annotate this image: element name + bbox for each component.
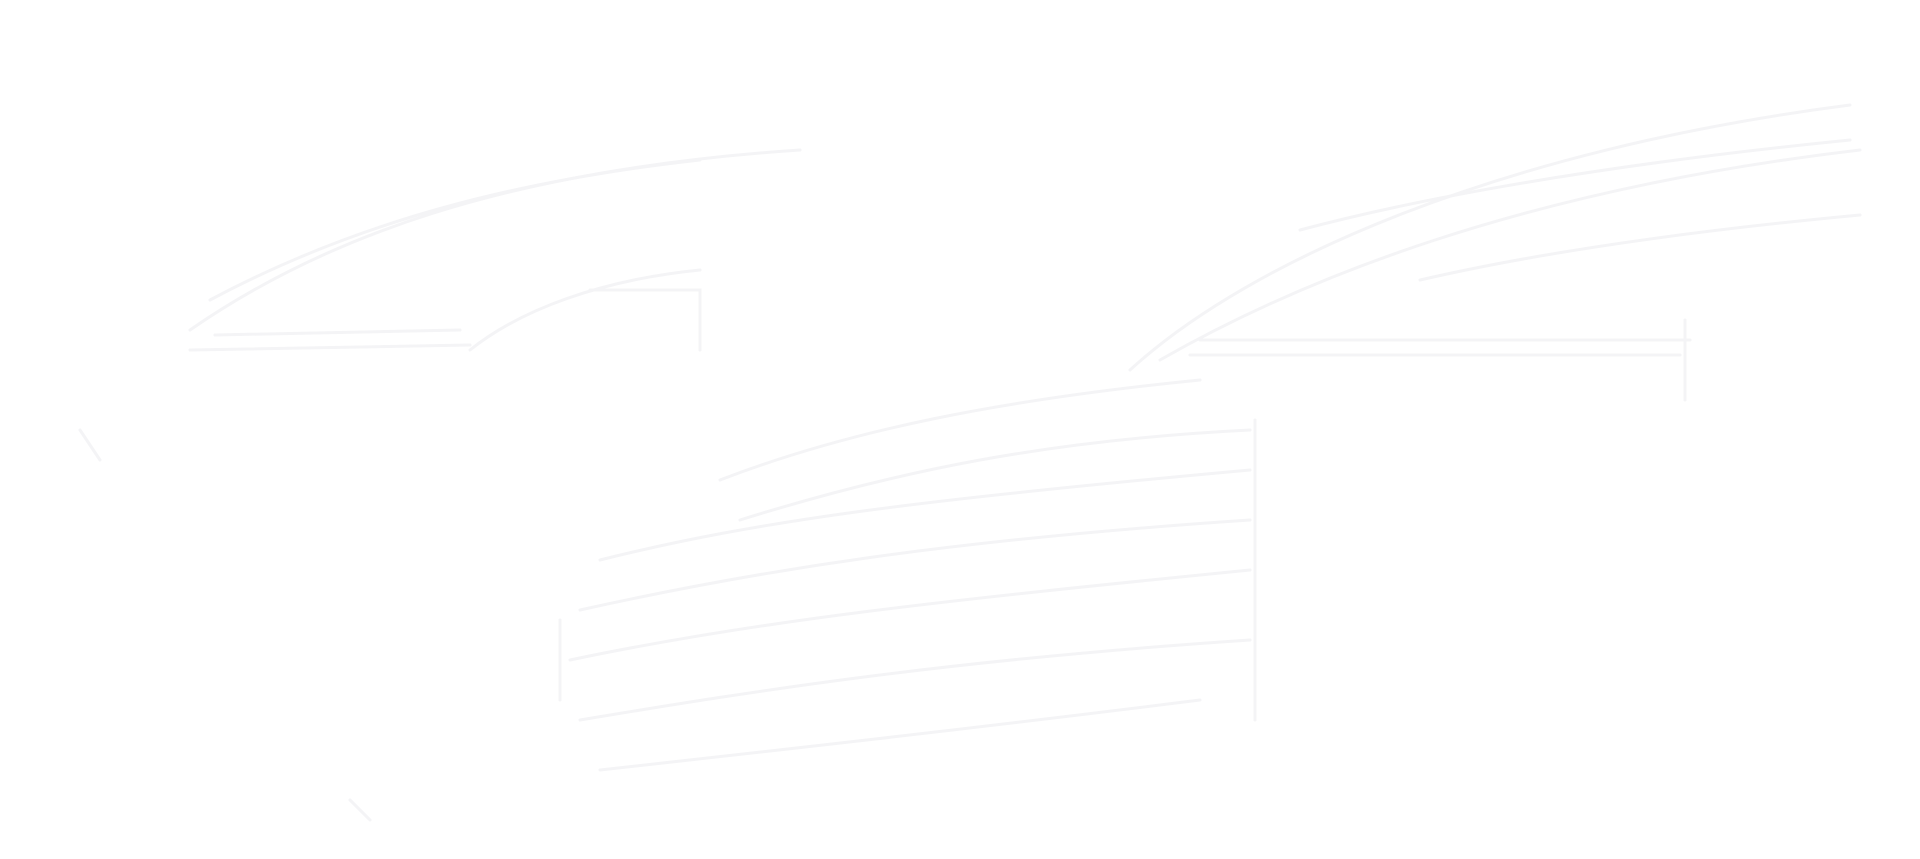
texture-stroke: [188, 343, 472, 352]
texture-stroke: [578, 518, 1252, 612]
texture-stroke: [1128, 103, 1852, 372]
texture-stroke: [78, 428, 102, 462]
texture-stroke: [348, 798, 372, 822]
texture-stroke: [598, 468, 1252, 562]
texture-stroke: [188, 148, 802, 332]
texture-stroke: [588, 288, 702, 352]
texture-stroke: [1298, 138, 1852, 232]
texture-stroke: [1158, 148, 1862, 362]
texture-stroke: [718, 378, 1202, 482]
texture-stroke: [213, 328, 462, 337]
texture-stroke: [578, 638, 1252, 722]
texture-stroke: [738, 428, 1252, 522]
texture-stroke: [1418, 213, 1862, 282]
texture-stroke: [208, 158, 702, 302]
texture-stroke: [568, 568, 1252, 662]
texture-stroke: [468, 268, 702, 352]
texture-stroke: [598, 698, 1202, 772]
